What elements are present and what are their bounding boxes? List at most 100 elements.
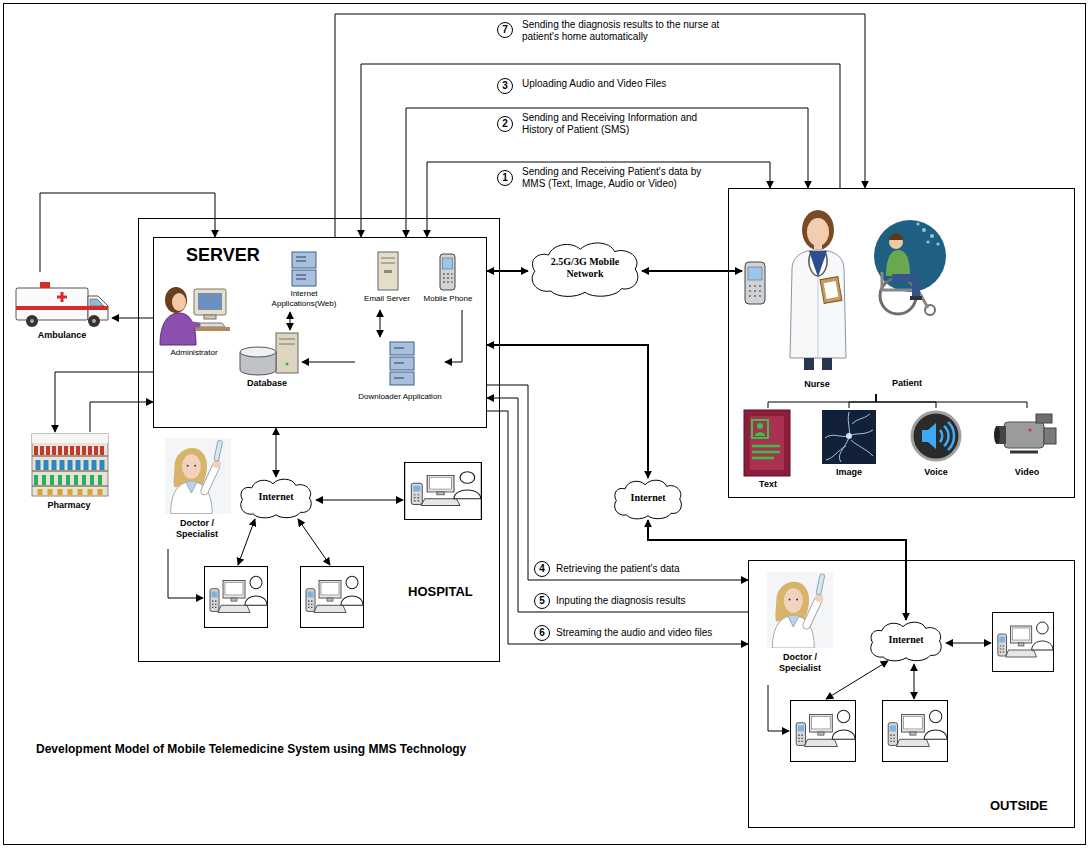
administrator-figure [160,313,196,345]
connector [487,270,528,272]
icon-label: Database [232,378,302,389]
database: Database [232,330,302,392]
network-wire [168,549,203,598]
icon-label: Doctor / Specialist [770,652,830,674]
text-icon [752,446,780,458]
connector [648,520,906,620]
internet-cloud: Internet [238,477,314,519]
video-camera-icon [1044,428,1056,444]
phone-icon [440,254,455,290]
icon-label: Text [738,479,798,490]
nurse-figure [807,218,829,246]
media-text: Text [738,408,798,494]
doctor: Doctor / Specialist [758,572,842,682]
network-wire [168,500,991,731]
database-icon [279,339,295,344]
email-server-icon [378,252,398,290]
icon-label: Mobile Phone [419,294,477,304]
edge-label: Inputing the diagnosis results [556,595,686,607]
text-icon [755,432,765,436]
network-wire [298,519,330,565]
icon-label: Image [815,467,883,478]
text-icon [750,416,784,470]
cloud-label: Internet [612,492,684,504]
ambulance-icon [57,292,67,302]
callout-number: 5 [534,593,550,609]
connector [112,318,153,319]
database-icon [240,347,276,357]
phone-icon [443,274,453,282]
pharmacy-photo [38,460,102,470]
edge-label: Uploading Audio and Video Files [522,78,666,90]
phone-icon [749,286,761,296]
patient-figure [892,274,920,298]
callout-number: 1 [497,170,513,186]
diagram-caption: Development Model of Mobile Telemedicine… [36,742,466,756]
connector [487,398,748,612]
edge-label: Streaming the audio and video files [556,627,712,639]
icon-label: Downloader Application [355,392,445,402]
text-icon [757,423,763,429]
cloud-label: Internet [868,634,944,646]
nurse-figure [824,281,839,299]
pharmacy-photo [32,456,108,486]
image-icon [822,410,876,464]
media-image: Image [815,408,883,484]
outside-zone: OUTSIDEDoctor / SpecialistInternet [748,560,1075,828]
phone-icon [440,254,455,290]
zone-title: SERVER [186,245,296,267]
workstation-box [791,701,856,762]
network-wire [946,643,991,644]
doctor: Doctor / Specialist [155,438,239,546]
ambulance-icon [30,319,34,323]
icon-label: Ambulance [12,330,112,341]
icon-label: Nurse [782,379,852,390]
pharmacy-photo [32,434,108,496]
patient-figure [874,220,946,315]
web-server: Internet Applications(Web) [262,250,346,312]
database-icon [276,333,298,373]
video-camera-icon [994,414,1056,452]
workstation-box [205,567,268,628]
icon-label: Internet Applications(Web) [262,289,346,308]
doctor-picture [767,572,834,648]
downloader-app: Downloader Application [355,337,445,415]
video-camera-icon [994,426,1000,444]
image-icon [822,410,876,464]
email-server-icon [381,258,395,263]
nurse-figure [820,277,842,304]
connector [90,402,153,432]
zone-title: HOSPITAL [408,584,498,600]
downloader-icon [390,342,414,385]
patient-figure [886,250,910,276]
ambulance-icon [90,299,104,306]
icon-label: Video [990,467,1064,478]
patient-figure [930,234,934,238]
email-server-icon [378,252,398,290]
patient-figure [916,222,919,225]
patient-figure [936,242,939,245]
voice-icon [940,422,954,450]
pharmacy-photo [36,446,102,455]
server-zone: SERVER Internet Applications(Web) Email Se… [153,237,487,428]
administrator-figure [204,315,216,319]
ambulance: Ambulance [12,272,112,344]
email-server-icon [384,270,392,273]
edge-label: Retrieving the patient's data [556,563,680,575]
pharmacy: Pharmacy [28,432,110,514]
hospital-zone: HOSPITAL SERVER Internet Applications(Web)… [138,218,500,662]
patient-figure [882,272,928,308]
callout-number: 3 [497,78,513,94]
connector [290,312,291,330]
icon-label: Email Server [359,294,415,304]
ambulance-icon [16,288,88,320]
callout-number: 6 [534,625,550,641]
phone-icon [443,258,453,269]
downloader-icon [394,348,404,378]
phone-icon [745,262,765,304]
connector [642,270,742,272]
network-wire [238,519,255,565]
nurse: Nurse [742,205,862,395]
